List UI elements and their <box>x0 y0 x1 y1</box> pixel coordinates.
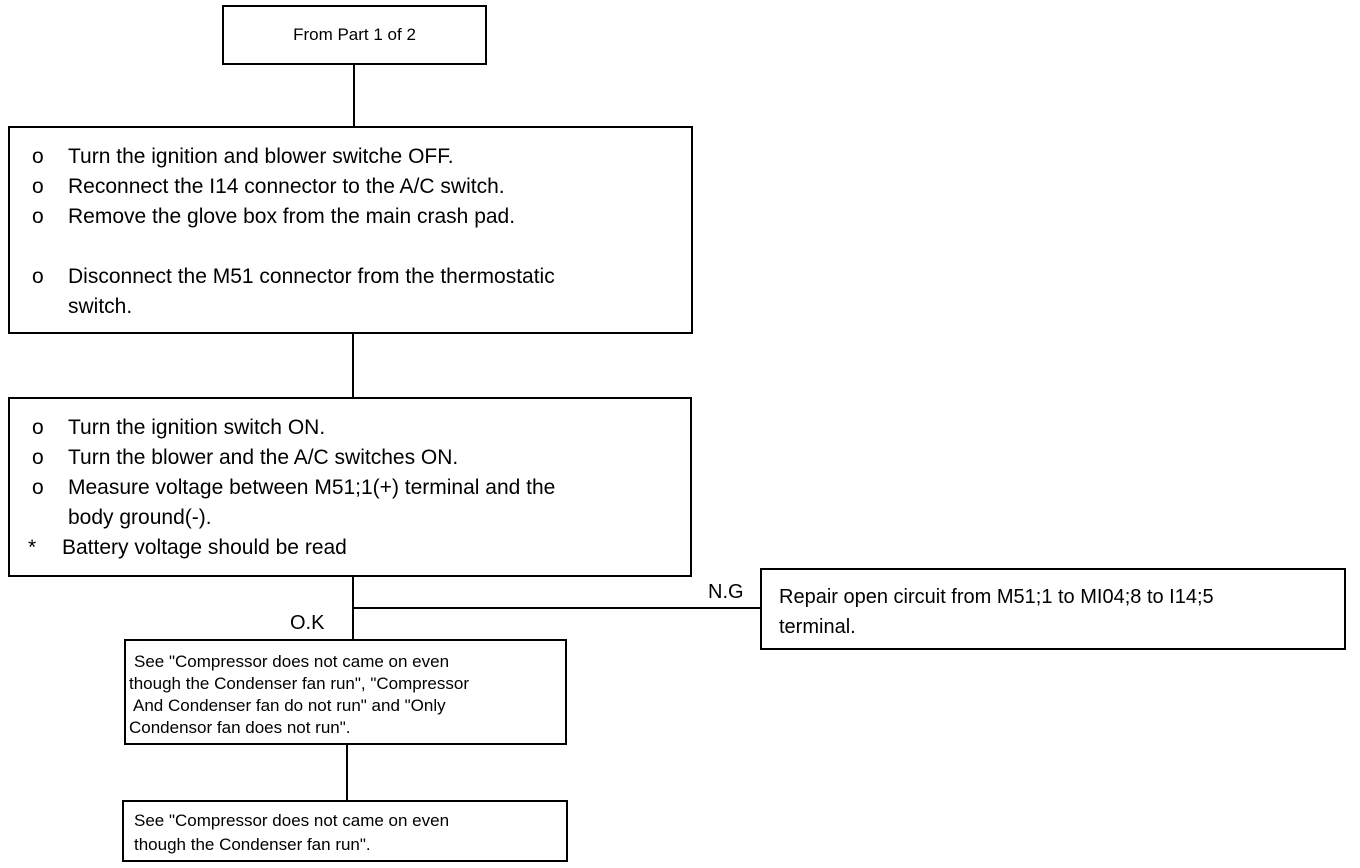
bullet: o <box>32 175 44 198</box>
step-box-2: o Turn the ignition switch ON. o Turn th… <box>8 397 692 577</box>
final-result-line2: though the Condenser fan run". <box>134 835 371 854</box>
bullet: * <box>28 536 37 559</box>
step-text: body ground(-). <box>68 506 212 529</box>
step-text: Disconnect the M51 connector from the th… <box>68 265 555 288</box>
bullet: o <box>32 265 44 288</box>
final-result-line1: See "Compressor does not came on even <box>134 811 450 830</box>
bullet: o <box>32 205 44 228</box>
bullet: o <box>32 416 44 439</box>
ok-result-line: And Condenser fan do not run" and "Only <box>133 696 446 715</box>
step-text: Turn the ignition and blower switche OFF… <box>68 145 454 168</box>
step-box-1: o Turn the ignition and blower switche O… <box>8 126 693 334</box>
connector-line-ok-to-final <box>346 745 348 800</box>
start-box: From Part 1 of 2 <box>222 5 487 65</box>
step-text: Reconnect the I14 connector to the A/C s… <box>68 175 505 198</box>
step-text: Turn the blower and the A/C switches ON. <box>68 446 459 469</box>
step-text: Battery voltage should be read <box>62 536 347 559</box>
step-text: Remove the glove box from the main crash… <box>68 205 516 228</box>
bullet: o <box>32 446 44 469</box>
bullet: o <box>32 145 44 168</box>
connector-line-to-ng <box>352 607 760 609</box>
step-text: Measure voltage between M51;1(+) termina… <box>68 476 556 499</box>
start-box-text: From Part 1 of 2 <box>293 25 416 44</box>
final-result-box: See "Compressor does not came on even th… <box>122 800 568 862</box>
ok-result-line: Condensor fan does not run". <box>129 718 351 737</box>
connector-line-box1-to-box2 <box>352 334 354 397</box>
step-text: Turn the ignition switch ON. <box>68 416 326 439</box>
ng-action-text-line2: terminal. <box>779 616 856 638</box>
connector-line-start-to-box1 <box>353 65 355 126</box>
bullet: o <box>32 476 44 499</box>
ng-action-text-line1: Repair open circuit from M51;1 to MI04;8… <box>779 586 1214 608</box>
ok-result-line: though the Condenser fan run", "Compress… <box>129 674 469 693</box>
ok-result-line: See "Compressor does not came on even <box>134 652 450 671</box>
step-text: switch. <box>68 295 133 318</box>
ng-label: N.G <box>708 581 744 603</box>
ng-action-box: Repair open circuit from M51;1 to MI04;8… <box>760 568 1346 650</box>
ok-label: O.K <box>290 612 325 634</box>
ok-result-box: See "Compressor does not came on even th… <box>124 639 567 745</box>
